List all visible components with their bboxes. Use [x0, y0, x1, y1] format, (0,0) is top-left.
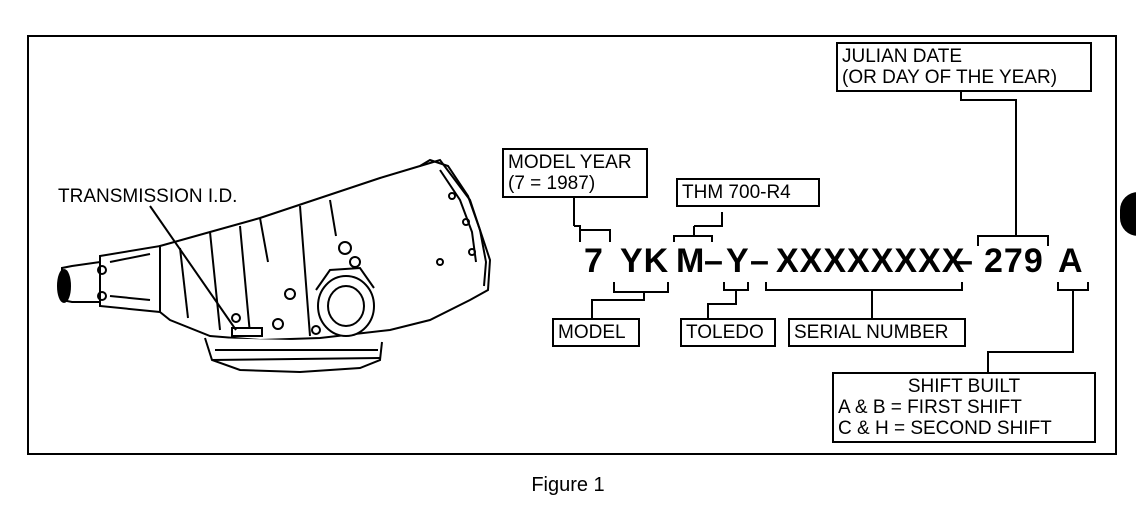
shift-built-ab: A & B = FIRST SHIFT: [838, 397, 1022, 418]
figure-caption: Figure 1: [0, 474, 1136, 497]
model-year-note: (7 = 1987): [508, 173, 596, 194]
transmission-id-leader: [149, 205, 237, 331]
serial-number-callout: SERIAL NUMBER: [788, 318, 966, 347]
model-year-title: MODEL YEAR: [508, 152, 632, 173]
transmission-id-label: TRANSMISSION I.D.: [58, 186, 238, 207]
serial-number-leader: [765, 282, 963, 318]
shift-built-callout: SHIFT BUILT A & B = FIRST SHIFT C & H = …: [832, 372, 1096, 443]
shift-built-leader: [987, 282, 1089, 372]
julian-date-title: JULIAN DATE: [842, 46, 963, 67]
shift-built-ch: C & H = SECOND SHIFT: [838, 418, 1052, 439]
model-text: MODEL: [558, 322, 626, 343]
model-leader: [591, 282, 669, 318]
thm-text: THM 700-R4: [682, 182, 791, 203]
toledo-callout: TOLEDO: [680, 318, 776, 347]
code-dash-2: –: [750, 242, 770, 280]
thm-callout: THM 700-R4: [676, 178, 820, 207]
code-plant: Y: [726, 242, 750, 280]
toledo-text: TOLEDO: [686, 322, 764, 343]
code-serial: XXXXXXXX: [776, 242, 966, 280]
code-shift: A: [1058, 242, 1084, 280]
julian-date-note: (OR DAY OF THE YEAR): [842, 67, 1058, 88]
figure-caption-text: Figure 1: [531, 474, 605, 496]
julian-date-leader: [960, 92, 1049, 246]
figure-frame: [27, 35, 1117, 455]
code-julian: 279: [984, 242, 1044, 280]
model-callout: MODEL: [552, 318, 640, 347]
code-model: YK: [620, 242, 670, 280]
model-year-leader: [573, 198, 611, 242]
page-edge-mark: [1120, 192, 1136, 236]
model-year-callout: MODEL YEAR (7 = 1987): [502, 148, 648, 198]
code-dash-3: –: [954, 242, 974, 280]
code-thm: M: [676, 242, 706, 280]
code-year: 7: [584, 242, 604, 280]
toledo-leader: [707, 282, 749, 318]
serial-number-text: SERIAL NUMBER: [794, 322, 949, 343]
julian-date-callout: JULIAN DATE (OR DAY OF THE YEAR): [836, 42, 1092, 92]
code-dash-1: –: [704, 242, 724, 280]
shift-built-title: SHIFT BUILT: [907, 376, 1021, 397]
thm-leader: [673, 212, 723, 242]
transmission-illustration: [57, 158, 492, 374]
